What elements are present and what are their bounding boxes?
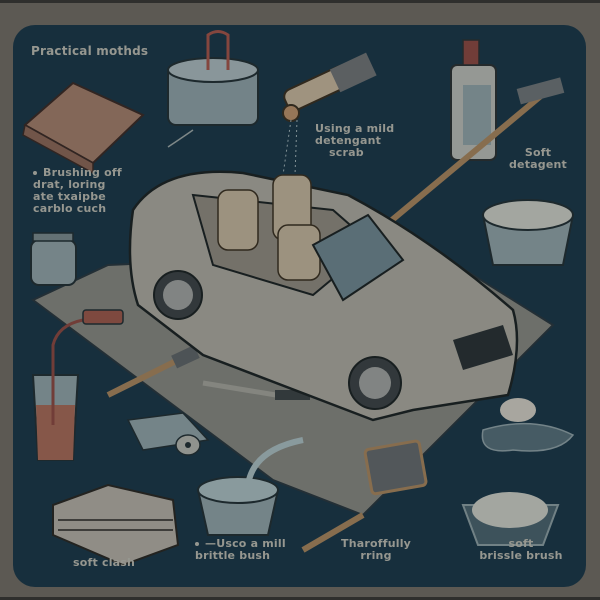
- toothbrush-icon: [202, 380, 310, 400]
- label-mill-brush: —Usco a mill brittle bush: [195, 537, 286, 563]
- hand-brush-icon: [106, 345, 200, 398]
- jar-icon: [30, 232, 77, 286]
- infographic-title: Practical mothds: [31, 44, 149, 58]
- scrub-brush-icon: [282, 52, 377, 176]
- car-cleaning-illustration: [22, 30, 575, 567]
- hair-brush-icon: [301, 439, 428, 553]
- label-soft-bristle: soft brissle brush: [479, 537, 563, 563]
- roll-icon: [175, 434, 201, 456]
- frame-top-border: [0, 0, 600, 3]
- label-soft-cloth: soft clash: [73, 556, 136, 569]
- folded-cloth-icon: [52, 483, 180, 567]
- bullet-icon: [33, 171, 37, 175]
- folded-towel-icon: [22, 81, 145, 175]
- label-brushing: Brushing off drat, loring ate txaipbe ca…: [33, 166, 122, 216]
- frame-bottom-border: [0, 597, 600, 600]
- sponge-puddle-icon: [481, 398, 575, 452]
- convertible-car-icon: [128, 170, 519, 422]
- glass-with-straw-icon: [31, 309, 124, 461]
- label-soft-detergent: Soft detagent: [508, 146, 568, 172]
- foam-bowl-icon: [461, 492, 560, 546]
- label-tharoffully: Tharoffully rring: [341, 537, 412, 563]
- label-mild-detergent: Using a mild detengant scrab: [315, 122, 395, 160]
- detergent-bottle-icon: [450, 39, 497, 161]
- infographic-panel: Practical mothds Brushing off drat, lori…: [13, 25, 586, 587]
- water-bowl-icon: [196, 437, 304, 536]
- arrow-icon: [167, 129, 194, 148]
- bucket-icon: [167, 30, 259, 126]
- bullet-icon: [195, 542, 199, 546]
- detergent-bowl-icon: [481, 199, 575, 266]
